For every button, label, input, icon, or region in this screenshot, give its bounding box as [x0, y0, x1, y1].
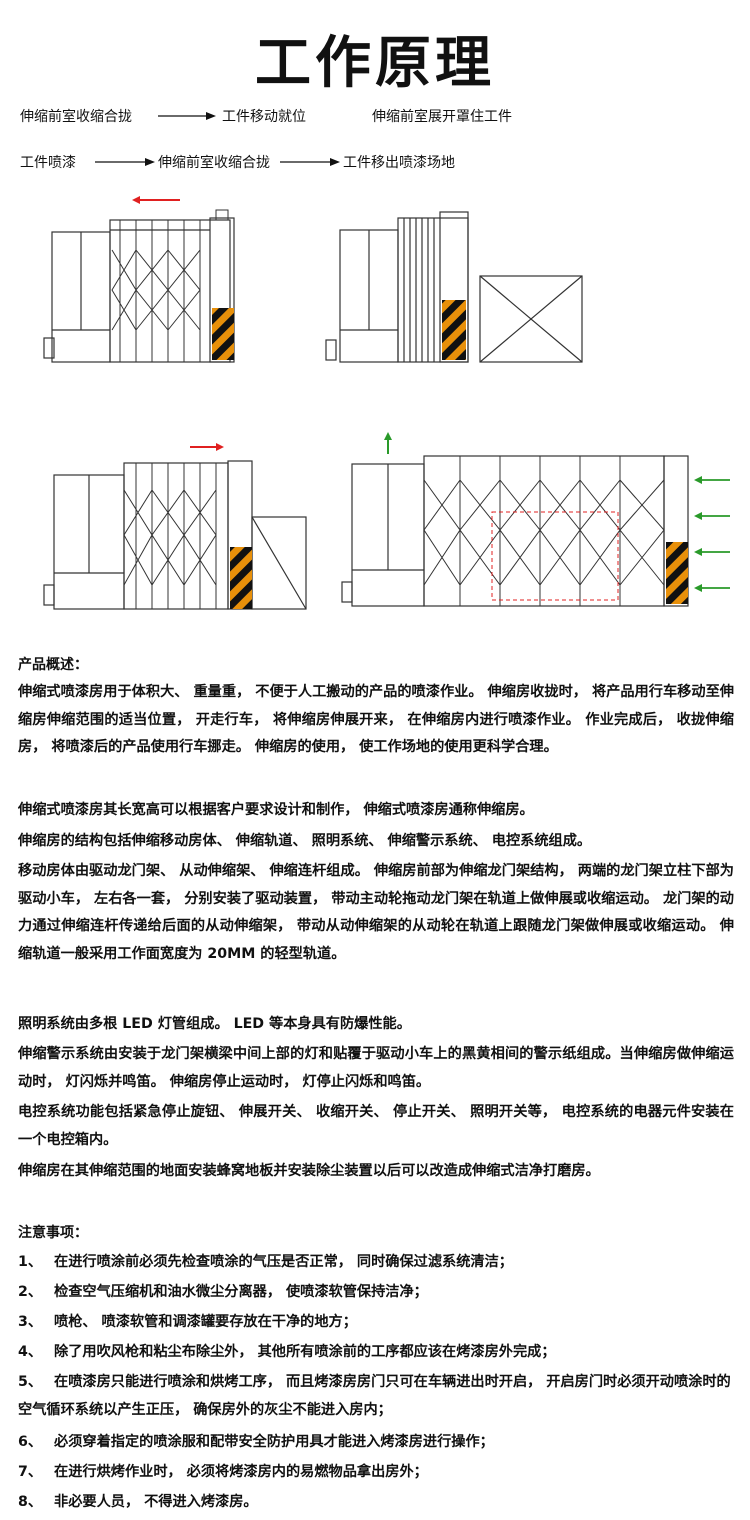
overview-heading: 产品概述：: [18, 657, 88, 673]
list-item: 4、除了用吹风枪和粘尘布除尘外， 其他所有喷涂前的工序都应该在烤漆房外完成；: [18, 1344, 556, 1360]
diagram-extending-booth: [43, 443, 307, 610]
flow-step-4: 工件喷漆: [20, 155, 76, 171]
notes-heading: 注意事项：: [18, 1225, 88, 1241]
flow-step-1: 伸缩前室收缩合拢: [20, 109, 132, 125]
overview-paragraph: 伸缩房的结构包括伸缩移动房体、 伸缩轨道、 照明系统、 伸缩警示系统、 电控系统…: [18, 833, 592, 849]
list-item: 6、必须穿着指定的喷涂服和配带安全防护用具才能进入烤漆房进行操作；: [18, 1434, 494, 1450]
diagram-retracting-booth: [43, 196, 235, 363]
diagram-workpiece-positioned: [325, 211, 583, 363]
flow-step-2: 工件移动就位: [222, 109, 306, 125]
flow-step-5: 伸缩前室收缩合拢: [158, 155, 270, 171]
overview-paragraph: 伸缩房在其伸缩范围的地面安装蜂窝地板并安装除尘装置以后可以改造成伸缩式洁净打磨房…: [18, 1163, 600, 1179]
flow-step-6: 工件移出喷漆场地: [343, 155, 455, 171]
flow-step-3: 伸缩前室展开罩住工件: [372, 109, 512, 125]
list-item: 2、检查空气压缩机和油水微尘分离器， 使喷漆软管保持洁净；: [18, 1284, 428, 1300]
overview-paragraph: 照明系统由多根 LED 灯管组成。 LED 等本身具有防爆性能。: [18, 1016, 411, 1032]
flow-arrow-icon: [280, 158, 340, 166]
overview-paragraph: 电控系统功能包括紧急停止旋钮、 伸展开关、 收缩开关、 停止开关、 照明开关等，…: [18, 1104, 734, 1148]
flow-arrow-icon: [158, 112, 216, 120]
list-item: 7、在进行烘烤作业时， 必须将烤漆房内的易燃物品拿出房外；: [18, 1464, 428, 1480]
list-item: 5、在喷漆房只能进行喷涂和烘烤工序， 而且烤漆房房门只可在车辆进出时开启， 开启…: [18, 1374, 731, 1418]
overview-paragraph: 伸缩式喷漆房用于体积大、 重量重， 不便于人工搬动的产品的喷漆作业。 伸缩房收拢…: [18, 684, 734, 755]
overview-paragraph: 伸缩式喷漆房其长宽高可以根据客户要求设计和制作， 伸缩式喷漆房通称伸缩房。: [18, 802, 534, 818]
overview-paragraph: 移动房体由驱动龙门架、 从动伸缩架、 伸缩连杆组成。 伸缩房前部为伸缩龙门架结构…: [18, 863, 734, 962]
diagram-spraying-booth: [341, 432, 730, 607]
overview-paragraph: 伸缩警示系统由安装于龙门架横梁中间上部的灯和贴覆于驱动小车上的黑黄相间的警示纸组…: [18, 1046, 734, 1090]
flow-arrow-icon: [95, 158, 155, 166]
list-item: 8、非必要人员， 不得进入烤漆房。: [18, 1494, 258, 1510]
list-item: 1、在进行喷涂前必须先检查喷涂的气压是否正常， 同时确保过滤系统清洁；: [18, 1254, 513, 1270]
list-item: 3、喷枪、 喷漆软管和调漆罐要存放在干净的地方；: [18, 1314, 357, 1330]
page-title: 工作原理: [255, 31, 495, 96]
